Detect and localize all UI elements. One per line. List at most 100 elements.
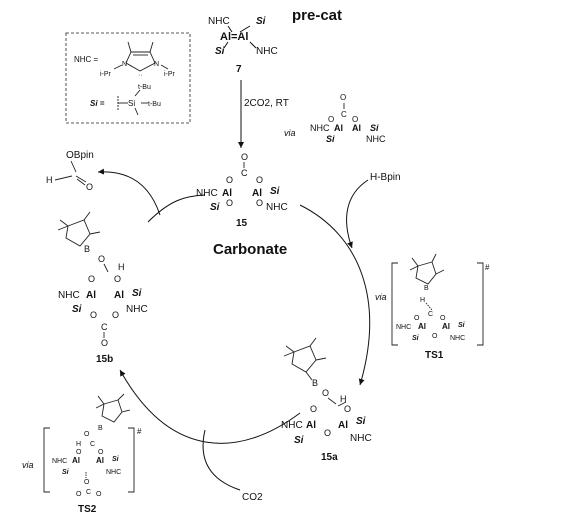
precat-nhc-bottom: NHC: [256, 46, 278, 57]
precat-nhc-top: NHC: [208, 16, 230, 27]
co2-label: CO2: [242, 492, 263, 503]
c15a-si-right: Si: [356, 416, 366, 427]
product-formyl-bpin: OBpin H O: [46, 150, 94, 192]
ts2-o-left: O: [76, 449, 82, 456]
precat-number: 7: [236, 64, 242, 75]
compound-15a: B O H O O NHC Al Al Si O Si NHC 15a: [281, 337, 372, 463]
c15-al-right: Al: [252, 188, 262, 199]
c15-si-left: Si: [210, 202, 220, 213]
c15b-o-bl: O: [90, 310, 97, 320]
c15-nhc-right: NHC: [266, 202, 288, 213]
legend-n-left: N: [122, 61, 127, 68]
ts2-b: B: [98, 425, 103, 432]
ts2-o-co2-left: O: [76, 491, 82, 498]
precat-si-bottom: Si: [215, 46, 225, 57]
ts1-si-left: Si: [412, 335, 420, 342]
ts2-o-right: O: [98, 449, 104, 456]
step1-si-left: Si: [326, 134, 335, 144]
product-h: H: [46, 175, 53, 185]
product-o: O: [86, 182, 93, 192]
c15-nhc-left: NHC: [196, 188, 218, 199]
c15a-al-right: Al: [338, 420, 348, 431]
c15-c: C: [241, 168, 248, 178]
step1-c: C: [341, 110, 347, 119]
c15b-o-bottom: O: [101, 338, 108, 348]
c15-si-right: Si: [270, 186, 280, 197]
compound-15: O C O O O O NHC Al Al Si Si NHC 15 Carbo…: [196, 152, 288, 258]
ts1-label: TS1: [425, 350, 444, 361]
c15-label: Carbonate: [213, 241, 287, 258]
c15a-b: B: [312, 378, 318, 388]
c15b-o-top: O: [98, 254, 105, 264]
step1-al-left: Al: [334, 123, 343, 133]
c15a-o-bridge: O: [324, 428, 331, 438]
step1-nhc-right: NHC: [366, 134, 386, 144]
c15b-o-left: O: [88, 274, 95, 284]
c15a-al-left: Al: [306, 420, 316, 431]
ts2: via # B O H C O O NHC Al Al Si Si NHC O …: [22, 393, 142, 515]
step1-o-top: O: [340, 93, 346, 102]
legend-nhc-eq: NHC =: [74, 55, 99, 64]
ts2-al-left: Al: [72, 456, 80, 465]
ts1-h: H: [420, 297, 425, 304]
ts1: via # B H C O O NHC Al Al Si Si O NHC TS…: [375, 253, 490, 361]
c15b-al-left: Al: [86, 290, 96, 301]
c15b-si-left: Si: [72, 304, 82, 315]
step1-al-right: Al: [352, 123, 361, 133]
product-obpin: OBpin: [66, 150, 94, 161]
legend-si-eq: Si =: [90, 99, 105, 108]
c15-o-top: O: [241, 152, 248, 162]
c15b-nhc-left: NHC: [58, 290, 80, 301]
c15-o-right: O: [256, 175, 263, 185]
c15a-o-left: O: [310, 404, 317, 414]
step1-o-right: O: [352, 115, 358, 124]
c15a-number: 15a: [321, 452, 338, 463]
compound-15b: B O H O O NHC Al Al Si Si NHC O O C O 15…: [57, 211, 148, 365]
catalytic-cycle-arc: [97, 168, 371, 491]
precat-si-top: Si: [256, 16, 266, 27]
ts1-al-right: Al: [442, 322, 450, 331]
c15a-nhc-right: NHC: [350, 433, 372, 444]
c15-o-left2: O: [226, 198, 233, 208]
c15b-al-right: Al: [114, 290, 124, 301]
c15-number: 15: [236, 218, 248, 229]
ts1-b: B: [424, 285, 429, 292]
c15b-number: 15b: [96, 354, 113, 365]
precat-label: pre-cat: [292, 7, 342, 24]
ts1-o-right: O: [440, 315, 446, 322]
precatalyst-7: NHC Si Al=Al Si NHC 7 pre-cat: [208, 7, 342, 75]
legend-tbu-top: t-Bu: [138, 84, 151, 91]
legend-tbu-right: t-Bu: [148, 101, 161, 108]
ts1-si-right: Si: [458, 322, 466, 329]
legend-box: NHC = N N ·· i-Pr i-Pr Si = Si t-Bu t-Bu: [65, 32, 191, 124]
c15a-nhc-left: NHC: [281, 420, 303, 431]
c15a-si-left: Si: [294, 435, 304, 446]
ts2-h: H: [76, 441, 81, 448]
legend-n-right: N: [154, 61, 159, 68]
c15-al-left: Al: [222, 188, 232, 199]
step1-nhc-left: NHC: [310, 123, 330, 133]
step1-arrow: 2CO2, RT via O C O O NHC Al Al Si Si NHC: [238, 80, 386, 148]
c15-o-right2: O: [256, 198, 263, 208]
ts2-si-left: Si: [62, 469, 70, 476]
c15b-o-right: O: [114, 274, 121, 284]
legend-si-atom: Si: [128, 99, 135, 108]
c15b-o-br: O: [112, 310, 119, 320]
c15a-h: H: [340, 394, 347, 404]
step1-reagent: 2CO2, RT: [244, 98, 289, 109]
legend-ipr-left: i-Pr: [100, 71, 112, 78]
ts2-c-co2: C: [86, 489, 91, 496]
legend-ipr-right: i-Pr: [164, 71, 176, 78]
precat-core: Al=Al: [220, 31, 248, 43]
ts2-nhc-left: NHC: [52, 458, 67, 465]
svg-text:··: ··: [138, 72, 143, 79]
ts1-via: via: [375, 292, 387, 302]
c15b-b: B: [84, 244, 90, 254]
c15a-o-top: O: [322, 388, 329, 398]
hbpin-label: H-Bpin: [370, 172, 401, 183]
ts2-o-top: O: [84, 431, 90, 438]
c15b-h: H: [118, 262, 125, 272]
ts2-nhc-right: NHC: [106, 469, 121, 476]
c15b-c: C: [101, 322, 108, 332]
